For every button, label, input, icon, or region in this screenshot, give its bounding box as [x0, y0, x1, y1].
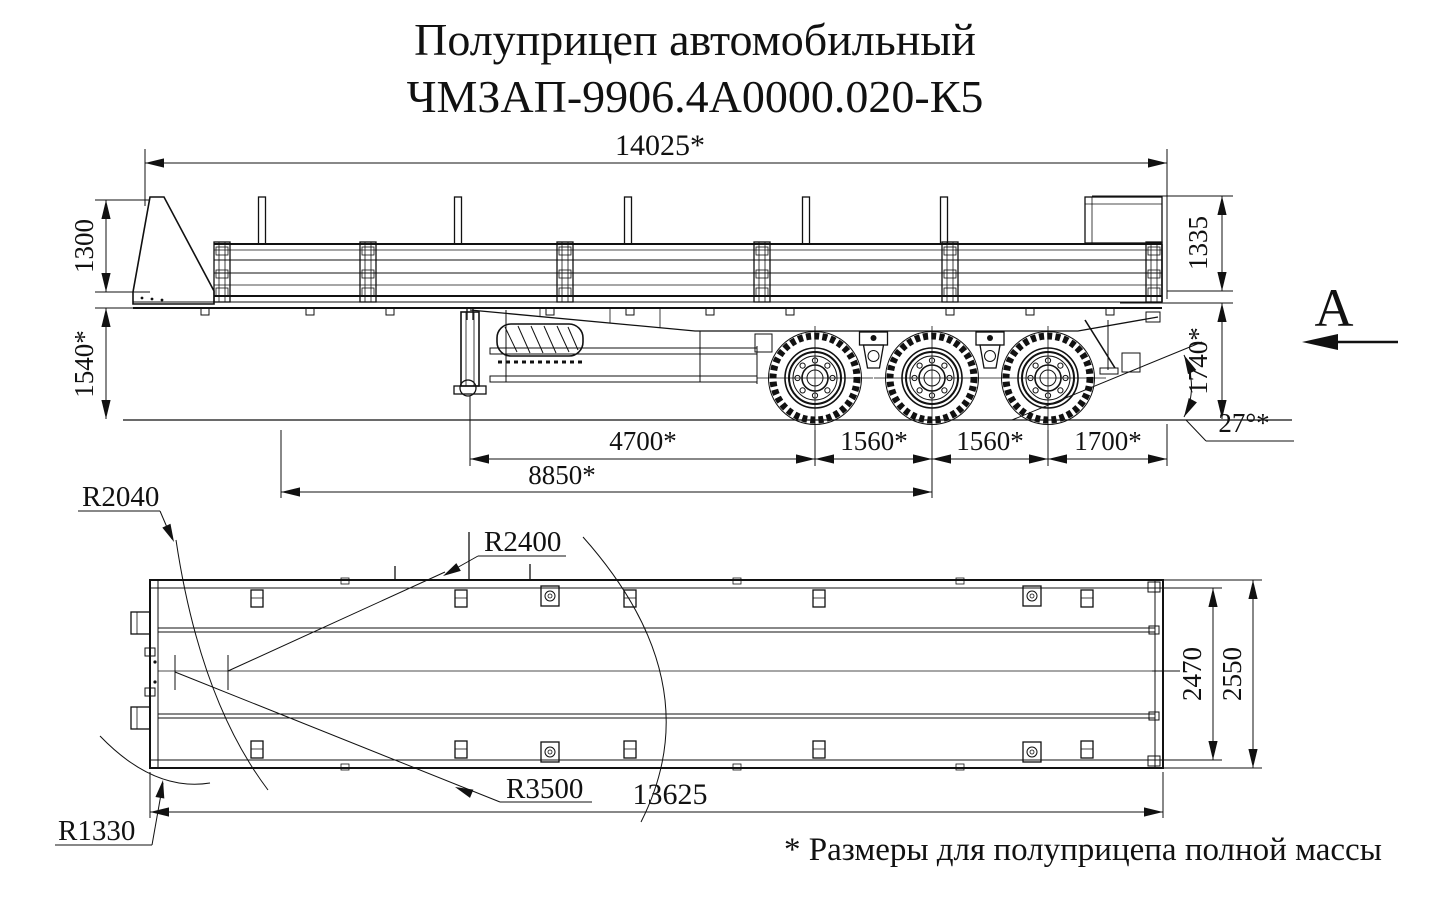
- rear-underride: [1084, 311, 1161, 375]
- board-hinge-posts: [213, 241, 1163, 303]
- stake-pockets-top: [250, 585, 1094, 608]
- dim-text-front-board-height: 1300: [69, 219, 99, 273]
- r3500-leader-arrow-icon: [455, 787, 474, 798]
- r2040-leader-arrow-icon: [162, 523, 174, 542]
- dim-overall-length: 14025*: [144, 129, 1168, 299]
- dim-text-rear-height: 1740*: [1183, 327, 1213, 395]
- radius-label-r2400: R2400: [443, 526, 566, 576]
- dim-text-inner-width: 2470: [1177, 647, 1207, 701]
- dim-text-ramp-angle: 27°*: [1218, 408, 1269, 438]
- dim-side-board-height: 1335: [1092, 195, 1233, 292]
- footnote: * Размеры для полуприцепа полной массы: [784, 832, 1382, 868]
- view-label-a: А: [1315, 278, 1354, 338]
- dim-text-r2040: R2040: [82, 481, 159, 513]
- spare-wheel: [496, 323, 584, 364]
- platform-outline: [149, 579, 1180, 769]
- r2400-leader-arrow-icon: [443, 563, 461, 576]
- dim-text-kingpin-axle1: 4700*: [609, 426, 677, 456]
- swing-radius-construction: [99, 536, 667, 823]
- view-arrow-icon: [1302, 334, 1338, 350]
- side-boards: [214, 243, 1163, 302]
- title-block: Полуприцеп автомобильный ЧМЗАП-9906.4А00…: [407, 14, 984, 122]
- radius-label-r1330: R1330: [55, 780, 165, 847]
- dim-axle-chain: 4700* 1560* 1560* 1700*: [280, 396, 1168, 498]
- wheel-axle-3: [990, 326, 1106, 430]
- landing-gear: [453, 311, 487, 397]
- dim-text-overall-length: 14025*: [615, 129, 705, 162]
- side-view: 14025*: [69, 129, 1398, 498]
- front-wall: [132, 196, 215, 305]
- radius-label-r2040: R2040: [78, 481, 174, 542]
- rear-edge-fittings: [1147, 581, 1161, 767]
- stake-pockets-bottom: [250, 740, 1094, 763]
- rear-board-panel: [1084, 196, 1163, 244]
- dim-text-r1330: R1330: [58, 815, 135, 847]
- side-guard-bars: [489, 310, 758, 384]
- front-edge-fittings: [130, 611, 157, 730]
- dim-platform-length: 13625: [149, 772, 1164, 818]
- edge-latches: [340, 532, 965, 771]
- wheel-axle-1: [757, 326, 873, 430]
- dim-text-side-board-height: 1335: [1183, 216, 1213, 270]
- dim-text-floor-height: 1540*: [69, 330, 99, 398]
- wheel-axle-2: [874, 326, 990, 430]
- dim-text-axle-spacing-1: 1560*: [840, 426, 908, 456]
- r1330-leader-arrow-icon: [155, 780, 165, 799]
- view-direction-marker: А: [1302, 278, 1398, 350]
- suspension-hangers: [754, 331, 1005, 369]
- dim-overall-width: 2550: [1163, 579, 1262, 769]
- platform-rail: [133, 301, 1162, 316]
- top-view: R2040 R2400 R1330 R3500: [55, 481, 1262, 847]
- dim-inner-width: 2470: [1163, 587, 1222, 761]
- drawing-title: Полуприцеп автомобильный: [414, 14, 976, 65]
- dim-text-platform-length: 13625: [633, 778, 708, 811]
- dim-floor-height: 1540*: [69, 307, 213, 419]
- dim-text-r3500: R3500: [506, 773, 583, 805]
- dim-text-overall-width: 2550: [1217, 647, 1247, 701]
- dim-text-axle-spacing-2: 1560*: [956, 426, 1024, 456]
- dim-front-board-height: 1300: [69, 199, 150, 293]
- ramp-angle: 27°*: [1011, 341, 1294, 442]
- frame-underside: [466, 308, 1159, 332]
- dim-text-rear-overhang: 1700*: [1074, 426, 1142, 456]
- dim-text-front-to-bogie: 8850*: [528, 460, 596, 490]
- stakes: [257, 196, 949, 245]
- dim-front-to-bogie: 8850*: [281, 460, 932, 497]
- drawing-model-number: ЧМЗАП-9906.4А0000.020-К5: [407, 71, 984, 122]
- radius-label-r3500: R3500: [455, 773, 592, 805]
- dim-text-r2400: R2400: [484, 526, 561, 558]
